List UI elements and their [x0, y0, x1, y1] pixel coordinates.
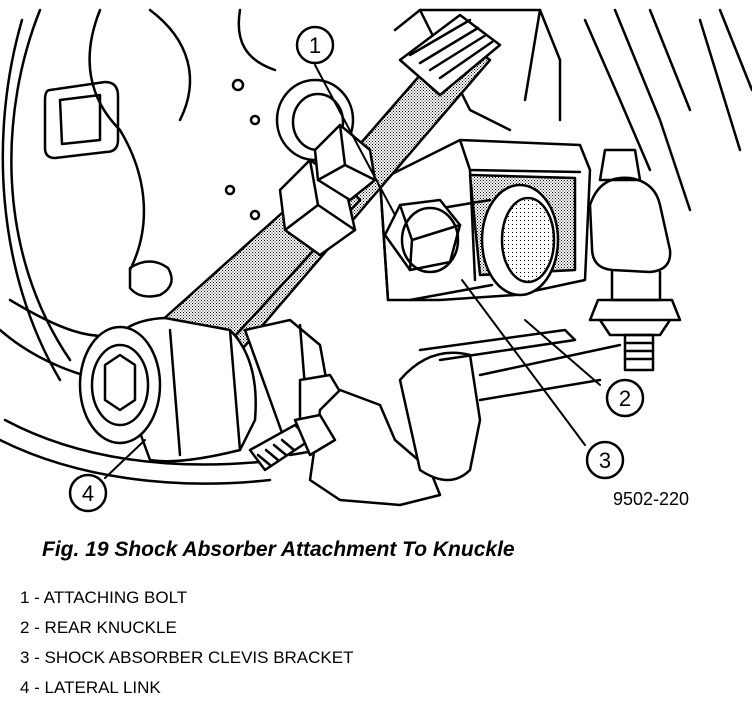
attaching-bolt — [383, 198, 462, 274]
callout-4: 4 — [68, 473, 108, 513]
leader-line-4 — [104, 439, 146, 479]
legend-item: 4 - LATERAL LINK — [20, 678, 161, 697]
leader-line-1 — [314, 64, 396, 216]
callout-3: 3 — [585, 440, 625, 480]
rear-knuckle — [243, 318, 622, 507]
figure-caption: Fig. 19 Shock Absorber Attachment To Knu… — [42, 538, 515, 561]
svg-text:3: 3 — [599, 448, 611, 473]
legend-item: 3 - SHOCK ABSORBER CLEVIS BRACKET — [20, 648, 354, 667]
legend-item: 1 - ATTACHING BOLT — [20, 588, 188, 607]
callout-1: 1 — [295, 25, 335, 65]
svg-text:1: 1 — [309, 33, 321, 58]
leader-line-3 — [461, 279, 586, 446]
shock-absorber-diagram: 1 2 3 4 9502-220 — [0, 8, 752, 513]
brake-backing-plate — [0, 8, 355, 485]
legend-item: 2 - REAR KNUCKLE — [20, 618, 177, 637]
leader-line-2 — [524, 319, 601, 386]
callout-2: 2 — [605, 378, 645, 418]
upper-control-arm — [393, 8, 752, 372]
callout-legend: 1 - ATTACHING BOLT 2 - REAR KNUCKLE 3 - … — [20, 587, 353, 707]
svg-text:4: 4 — [82, 481, 94, 506]
svg-text:2: 2 — [619, 386, 631, 411]
figure-code: 9502-220 — [613, 489, 689, 509]
lateral-link — [78, 123, 377, 463]
